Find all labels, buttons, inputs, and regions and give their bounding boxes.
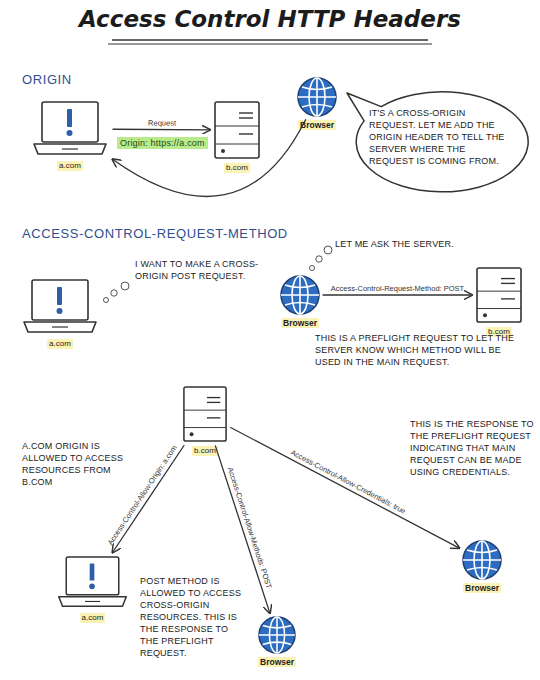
note-text: A.COM ORIGIN IS ALLOWED TO ACCESS RESOUR… bbox=[22, 440, 137, 488]
node-caption: Browser bbox=[281, 318, 319, 328]
node-outline bbox=[182, 385, 228, 443]
node-caption: Browser bbox=[298, 120, 336, 130]
node-caption-group: Browser bbox=[298, 120, 336, 130]
node-caption: a.com bbox=[57, 161, 83, 171]
edge-label: Access-Control-Request-Method: POST bbox=[331, 284, 464, 293]
title-underline bbox=[108, 44, 432, 45]
node-caption-group: b.com bbox=[192, 446, 218, 456]
server-box: b.com bbox=[213, 100, 261, 160]
edge-label: Access-Control-Allow-Credentials: true bbox=[289, 448, 407, 516]
node-outline bbox=[20, 278, 100, 336]
node-outline bbox=[258, 616, 296, 654]
thought-text: LET ME ASK THE SERVER. bbox=[335, 238, 525, 250]
connector-arrow bbox=[113, 129, 210, 131]
edge-label: Request bbox=[148, 118, 176, 127]
node-caption: Browser bbox=[258, 657, 296, 667]
node-outline bbox=[280, 275, 320, 315]
node-outline bbox=[462, 540, 502, 580]
node-caption-group: Browser bbox=[463, 583, 501, 593]
browser-globe: Browser bbox=[280, 275, 320, 315]
note-text: THIS IS THE RESPONSE TO THE PREFLIGHT RE… bbox=[410, 418, 535, 478]
node-caption-group: Browser bbox=[281, 318, 319, 328]
server-box: b.com bbox=[475, 266, 523, 324]
connector-arrow bbox=[323, 294, 472, 295]
node-caption: b.com bbox=[224, 163, 250, 173]
connector-arrow bbox=[113, 445, 184, 552]
node-caption-group: b.com bbox=[224, 163, 250, 173]
browser-globe: Browser bbox=[297, 77, 337, 117]
browser-globe: Browser bbox=[462, 540, 502, 580]
title-underline bbox=[112, 39, 428, 41]
bubble-text: IT'S A CROSS-ORIGIN REQUEST. LET ME ADD … bbox=[369, 107, 510, 167]
server-box: b.com bbox=[182, 385, 228, 443]
node-caption-group: a.com bbox=[57, 161, 83, 171]
node-outline bbox=[55, 555, 130, 610]
bubble-text-group: IT'S A CROSS-ORIGIN REQUEST. LET ME ADD … bbox=[369, 107, 510, 167]
speech-bubble: IT'S A CROSS-ORIGIN REQUEST. LET ME ADD … bbox=[345, 85, 530, 195]
note-text: THIS IS A PREFLIGHT REQUEST TO LET THE S… bbox=[315, 332, 525, 368]
node-outline bbox=[475, 266, 523, 324]
browser-globe: Browser bbox=[258, 616, 296, 654]
laptop-client: a.com bbox=[55, 555, 130, 610]
node-caption: Browser bbox=[463, 583, 501, 593]
node-outline bbox=[30, 100, 110, 158]
edge-label: Access-Control-Allow-Methods: POST bbox=[225, 466, 273, 590]
laptop-client: a.com bbox=[30, 100, 110, 158]
node-caption-group: a.com bbox=[80, 613, 106, 623]
node-caption: a.com bbox=[47, 339, 73, 349]
node-outline bbox=[213, 100, 261, 160]
note-text: POST METHOD IS ALLOWED TO ACCESS CROSS-O… bbox=[140, 575, 248, 659]
header-highlight: Origin: https://a.com bbox=[117, 137, 208, 149]
section-heading: ACCESS-CONTROL-REQUEST-METHOD bbox=[22, 226, 288, 241]
diagram-title: Access Control HTTP Headers bbox=[0, 6, 540, 32]
node-caption: a.com bbox=[80, 613, 106, 623]
thought-text: I WANT TO MAKE A CROSS-ORIGIN POST REQUE… bbox=[135, 258, 285, 282]
node-caption-group: a.com bbox=[47, 339, 73, 349]
section-heading: ORIGIN bbox=[22, 72, 72, 87]
connector-arrow bbox=[112, 120, 305, 197]
node-outline bbox=[297, 77, 337, 117]
node-caption: b.com bbox=[192, 446, 218, 456]
laptop-client: a.com bbox=[20, 278, 100, 336]
node-caption-group: Browser bbox=[258, 657, 296, 667]
